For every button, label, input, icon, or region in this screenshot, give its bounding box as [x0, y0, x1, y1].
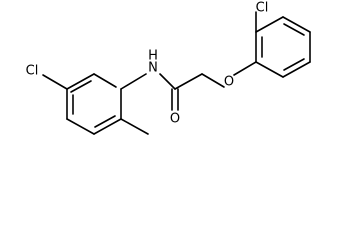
- atom-cl-left: Cl: [26, 64, 39, 79]
- bond-a2-a3: [66, 73, 95, 90]
- bond-a1-n: [120, 73, 147, 90]
- molecule-drawing: Cl N H O O Cl: [26, 1, 311, 135]
- bond-a5-a6-inner: [94, 115, 116, 128]
- atom-o-ether: O: [224, 75, 234, 90]
- bond-b3-b4-inner: [283, 23, 305, 36]
- bond-a2-a3-inner: [70, 80, 92, 93]
- atom-cl-right: Cl: [256, 1, 269, 16]
- bond-b6-b1: [255, 61, 284, 78]
- bond-a4-a5: [66, 118, 95, 135]
- bond-a1-a2: [93, 73, 117, 88]
- bond-b5-b6: [282, 61, 311, 78]
- bond-n-carbonyl: [159, 73, 176, 90]
- bond-ch2-oether: [201, 73, 225, 88]
- bond-b3-b4: [282, 16, 311, 33]
- bond-oether-ring: [233, 61, 257, 76]
- atom-n-amide: N: [148, 61, 158, 76]
- bond-b5-b6-inner: [283, 58, 305, 71]
- bond-a5-a6: [93, 118, 122, 135]
- structure-canvas: Cl N H O O Cl: [26, 1, 311, 135]
- bond-a6-methyl: [120, 118, 149, 135]
- bond-carbonyl-ch2: [174, 73, 203, 90]
- atom-o-carbonyl: O: [170, 112, 180, 127]
- bond-a3-cl: [42, 74, 68, 90]
- bond-b2-b3: [255, 16, 284, 33]
- atom-h-amide: H: [148, 49, 158, 64]
